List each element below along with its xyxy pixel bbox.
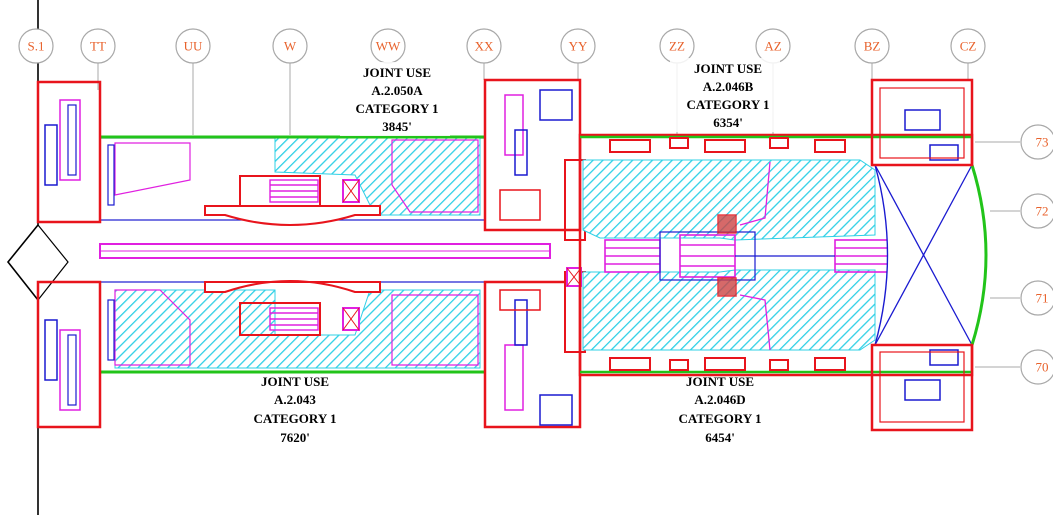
- room-label-a2046b: JOINT USE A.2.046B CATEGORY 1 6354': [670, 58, 780, 132]
- grid-bubble: BZ: [854, 28, 890, 64]
- west-core-upper: [36, 80, 102, 224]
- room-number: A.2.046D: [694, 392, 745, 407]
- room-use: JOINT USE: [261, 374, 329, 389]
- grid-row-bubbles: 73 72 71 70: [1020, 124, 1053, 385]
- room-label-a2050a: JOINT USE A.2.050A CATEGORY 1 3845': [340, 62, 450, 136]
- grid-column-label: WW: [376, 39, 401, 54]
- room-use: JOINT USE: [694, 61, 762, 76]
- west-core-lower: [36, 280, 102, 429]
- grid-bubble: ZZ: [659, 28, 695, 64]
- grid-bubble: S.1: [18, 28, 54, 64]
- grid-column-label: YY: [569, 39, 588, 54]
- corridor-rails: [99, 243, 551, 259]
- grid-bubble: TT: [80, 28, 116, 64]
- break-line: [6, 0, 69, 515]
- grid-column-label: ZZ: [669, 39, 685, 54]
- grid-column-label: AZ: [764, 39, 781, 54]
- room-area: 6354': [713, 115, 743, 130]
- grid-bubble: 73: [1020, 124, 1053, 160]
- grid-column-label: TT: [90, 39, 106, 54]
- room-use: JOINT USE: [686, 374, 754, 389]
- east-core-lower: [870, 343, 974, 432]
- room-area: 7620': [280, 430, 310, 445]
- room-label-a2043: JOINT USE A.2.043 CATEGORY 1 7620': [254, 374, 337, 445]
- grid-row-label: 71: [1036, 291, 1049, 306]
- west-upper-room: [99, 135, 486, 226]
- room-number: A.2.050A: [371, 83, 423, 98]
- grid-column-label: S.1: [28, 39, 45, 54]
- west-lower-room: [99, 280, 486, 374]
- grid-column-label: UU: [184, 39, 203, 54]
- grid-bubble: WW: [370, 28, 406, 64]
- grid-bubble: CZ: [950, 28, 986, 64]
- room-category: CATEGORY 1: [679, 411, 762, 426]
- room-number: A.2.046B: [703, 79, 754, 94]
- grid-bubble: 72: [1020, 193, 1053, 229]
- grid-bubble: 70: [1020, 349, 1053, 385]
- east-core-upper: [870, 78, 974, 167]
- room-use: JOINT USE: [363, 65, 431, 80]
- grid-column-label: BZ: [864, 39, 881, 54]
- grid-bubble: XX: [466, 28, 502, 64]
- connector: [564, 159, 586, 353]
- room-category: CATEGORY 1: [254, 411, 337, 426]
- grid-bubble: 71: [1020, 280, 1053, 316]
- grid-row-label: 72: [1036, 204, 1049, 219]
- room-label-a2046d: JOINT USE A.2.046D CATEGORY 1 6454': [679, 374, 762, 445]
- grid-column-label: CZ: [960, 39, 977, 54]
- grid-row-label: 70: [1036, 360, 1049, 375]
- grid-column-label: XX: [475, 39, 494, 54]
- room-number: A.2.043: [274, 392, 316, 407]
- grid-bubble: AZ: [755, 28, 791, 64]
- room-area: 6454': [705, 430, 735, 445]
- grid-column-label: W: [284, 39, 297, 54]
- grid-bubble: YY: [560, 28, 596, 64]
- room-category: CATEGORY 1: [356, 101, 439, 116]
- room-area: 3845': [382, 119, 412, 134]
- atrium: [874, 164, 988, 346]
- grid-bubble: UU: [175, 28, 211, 64]
- grid-row-label: 73: [1036, 135, 1049, 150]
- grid-column-bubbles: S.1 TT UU W WW XX YY ZZ: [18, 28, 986, 64]
- grid-bubble: W: [272, 28, 308, 64]
- room-category: CATEGORY 1: [687, 97, 770, 112]
